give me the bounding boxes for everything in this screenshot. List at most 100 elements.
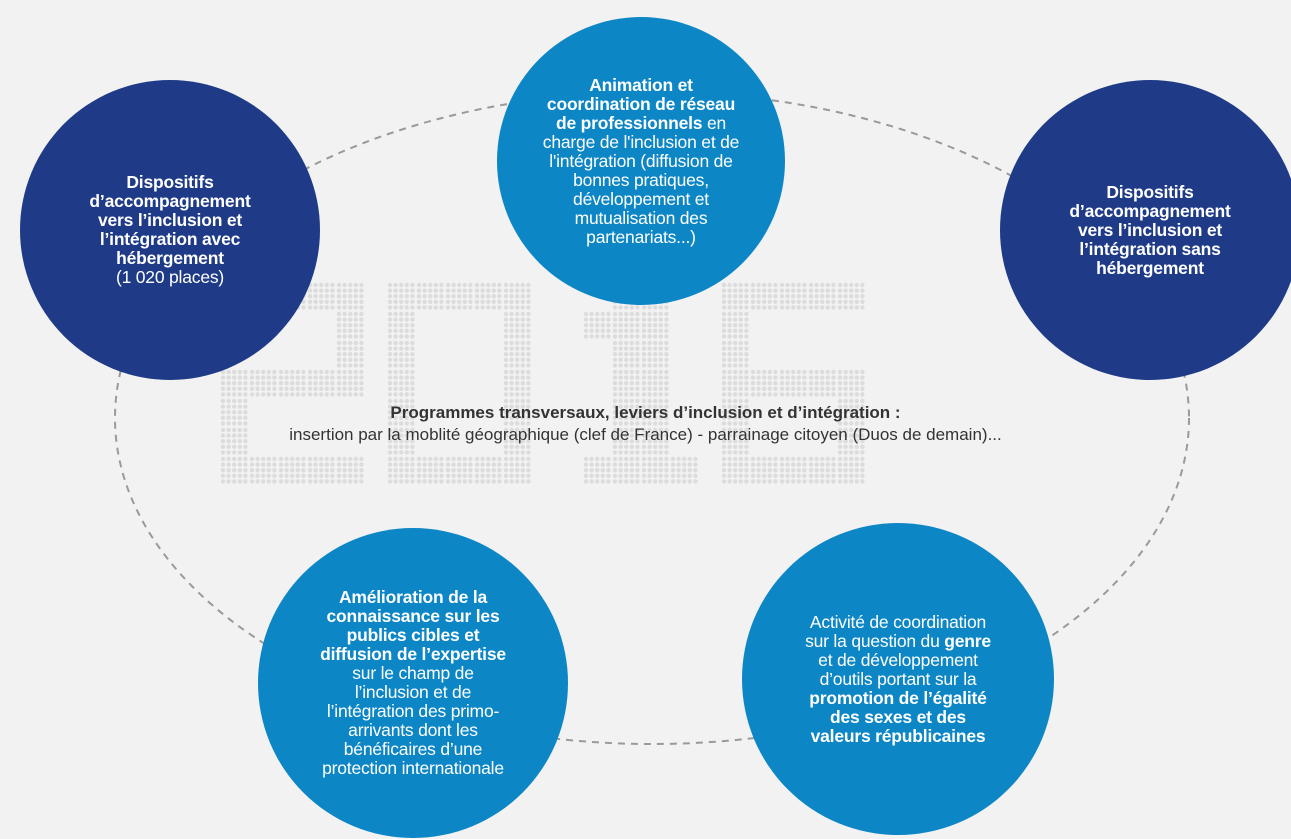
watermark-dot: [404, 352, 409, 357]
watermark-dot: [641, 369, 647, 375]
watermark-dot: [721, 462, 727, 467]
watermark-dot: [387, 294, 393, 299]
watermark-dot: [342, 334, 347, 339]
watermark-dot: [854, 444, 859, 449]
watermark-dot: [802, 375, 807, 380]
watermark-dot: [744, 375, 749, 380]
watermark-dot: [324, 299, 329, 304]
watermark-dot: [750, 381, 756, 386]
watermark-dot: [738, 323, 743, 328]
watermark-dot: [399, 386, 404, 391]
watermark-dot: [515, 421, 520, 426]
watermark-dot: [439, 479, 444, 484]
watermark-dot: [814, 386, 819, 391]
watermark-dot: [410, 340, 415, 346]
watermark-dot: [503, 392, 509, 397]
watermark-dot: [854, 439, 859, 444]
watermark-dot: [750, 473, 756, 478]
circle-bottom-left-text: sur le champ de l’inclusion et de l’inté…: [322, 663, 504, 778]
watermark-dot: [410, 352, 415, 357]
watermark-dot: [526, 294, 531, 299]
watermark-dot: [237, 439, 242, 444]
watermark-dot: [612, 328, 618, 333]
watermark-dot: [606, 473, 611, 478]
watermark-dot: [664, 323, 669, 328]
watermark-dot: [220, 444, 226, 449]
watermark-dot: [589, 311, 594, 317]
watermark-dot: [515, 398, 520, 404]
watermark-dot: [624, 363, 629, 368]
watermark-dot: [831, 462, 836, 467]
watermark-dot: [353, 386, 358, 391]
watermark-dot: [307, 479, 313, 484]
watermark-dot: [612, 450, 618, 455]
watermark-dot: [814, 294, 819, 299]
watermark-dot: [359, 282, 364, 288]
watermark-dot: [393, 328, 398, 333]
watermark-dot: [404, 357, 409, 362]
watermark-dot: [618, 433, 623, 438]
watermark-dot: [509, 410, 514, 415]
watermark-dot: [515, 311, 520, 317]
watermark-dot: [808, 282, 814, 288]
watermark-dot: [399, 444, 404, 449]
watermark-dot: [773, 375, 778, 380]
watermark-dot: [583, 317, 589, 322]
watermark-dot: [664, 450, 669, 455]
watermark-dot: [612, 352, 618, 357]
watermark-dot: [416, 468, 422, 473]
watermark-dot: [439, 468, 444, 473]
watermark-dot: [515, 352, 520, 357]
watermark-dot: [290, 479, 295, 484]
watermark-dot: [744, 328, 749, 333]
circle-top-right: Dispositifs d’accompagnement vers l’incl…: [1000, 80, 1291, 380]
watermark-dot: [647, 450, 652, 455]
watermark-dot: [653, 369, 658, 375]
watermark-dot: [802, 299, 807, 304]
watermark-dot: [612, 381, 618, 386]
watermark-dot: [353, 288, 358, 293]
watermark-dot: [324, 381, 329, 386]
watermark-dot: [744, 427, 749, 433]
watermark-dot: [515, 340, 520, 346]
watermark-dot: [831, 381, 836, 386]
watermark-dot: [849, 288, 854, 293]
watermark-dot: [515, 299, 520, 304]
watermark-dot: [410, 346, 415, 351]
watermark-dot: [635, 357, 640, 362]
watermark-dot: [509, 456, 514, 462]
watermark-dot: [653, 305, 658, 310]
watermark-dot: [497, 299, 502, 304]
watermark-dot: [860, 439, 865, 444]
watermark-dot: [647, 334, 652, 339]
watermark-dot: [814, 479, 819, 484]
watermark-dot: [428, 294, 433, 299]
watermark-dot: [428, 473, 433, 478]
watermark-dot: [612, 317, 618, 322]
watermark-dot: [854, 462, 859, 467]
watermark-dot: [825, 473, 830, 478]
watermark-dot: [779, 288, 785, 293]
watermark-dot: [658, 404, 663, 409]
watermark-dot: [474, 282, 480, 288]
watermark-dot: [854, 299, 859, 304]
watermark-dot: [393, 456, 398, 462]
watermark-dot: [750, 479, 756, 484]
watermark-dot: [618, 456, 623, 462]
watermark-dot: [243, 392, 248, 397]
watermark-dot: [733, 328, 738, 333]
watermark-dot: [600, 311, 605, 317]
watermark-dot: [220, 404, 226, 409]
watermark-dot: [526, 468, 531, 473]
watermark-dot: [820, 473, 825, 478]
watermark-dot: [629, 317, 634, 322]
watermark-dot: [399, 294, 404, 299]
watermark-dot: [503, 363, 509, 368]
watermark-dot: [629, 328, 634, 333]
watermark-dot: [664, 392, 669, 397]
watermark-dot: [404, 392, 409, 397]
watermark-dot: [773, 288, 778, 293]
watermark-dot: [336, 288, 342, 293]
watermark-dot: [808, 375, 814, 380]
watermark-dot: [802, 479, 807, 484]
